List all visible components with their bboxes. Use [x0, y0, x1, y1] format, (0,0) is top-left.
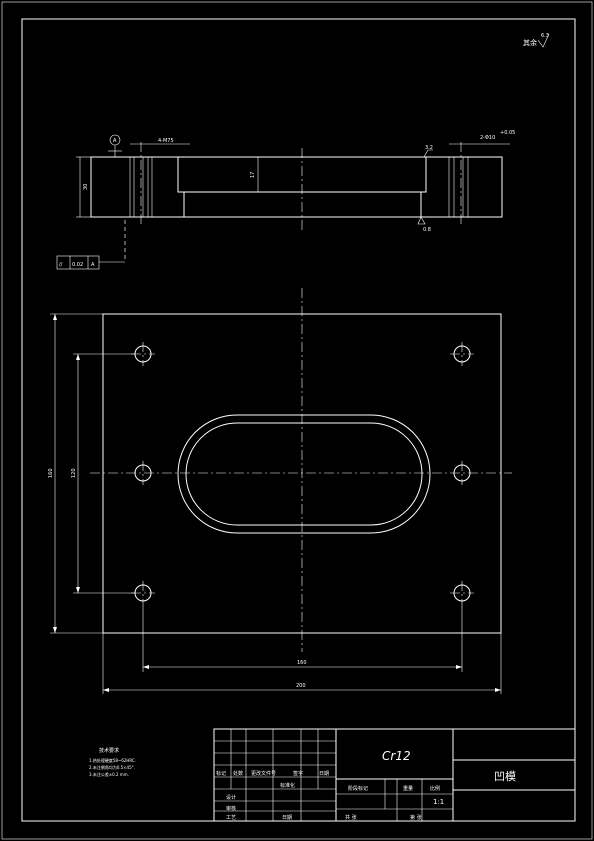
cavity-outer	[177, 414, 431, 534]
title-block: 标记 处数 更改文件号 签字 日期 设计 标准化 审核 工艺 日期 阶段标记 重…	[213, 728, 576, 822]
dim-total-width-text: 200	[296, 683, 306, 689]
tb-label-weight: 重量	[403, 785, 413, 792]
tb-label-standard: 标准化	[280, 782, 295, 789]
tb-label-checker: 审核	[226, 805, 236, 812]
dim-thickness-text: 30	[83, 184, 89, 190]
tb-cols	[230, 729, 319, 821]
notes-title: 技术要求	[99, 747, 119, 754]
tb-label-stage: 阶段标记	[348, 785, 368, 792]
tb-label-scale: 比例	[430, 785, 440, 792]
tolerance-value: 0.02	[72, 262, 83, 268]
tb-label-approve: 日期	[282, 815, 292, 821]
hole-group	[131, 342, 474, 605]
dim-holes-width-text: 160	[297, 660, 307, 666]
note-line: 3.未注公差±0.2 mm.	[89, 771, 129, 777]
tb-label-process: 工艺	[226, 815, 236, 821]
tb-label-sheet-no: 第 张	[410, 814, 422, 821]
tolerance-frame	[56, 255, 100, 270]
dim-holes-height-text: 120	[71, 468, 77, 478]
surface-roughness-note: 其余 6.3	[523, 33, 550, 48]
note-line: 2.未注倒角均为0.5×45°.	[89, 764, 135, 770]
hole-centerlines	[131, 342, 474, 605]
dim-depth-text: 17	[250, 172, 256, 178]
tb-part-name: 凹模	[494, 770, 516, 783]
tb-label-count: 处数	[233, 770, 243, 777]
roughness-bottom-value: 0.8	[423, 227, 431, 233]
tb-material: Cr12	[382, 749, 411, 763]
tolerance-symbol: //	[59, 262, 63, 268]
plan-view: 160 200 160 120	[48, 288, 512, 694]
holes-right-label: 2-Φ10	[480, 135, 495, 141]
tb-label-sign: 签字	[293, 770, 303, 777]
roughness-symbol-icon	[537, 33, 550, 48]
section-outline	[90, 156, 503, 218]
tb-rows	[214, 740, 336, 812]
cavity-inner	[185, 422, 423, 526]
tb-label-mark: 标记	[216, 770, 226, 777]
tb-label-sheet-total: 共 张	[345, 814, 357, 821]
roughness-note-value: 6.3	[541, 33, 549, 39]
title-block-frame	[213, 728, 576, 822]
dim-total-height-text: 160	[48, 468, 54, 478]
roughness-top-value: 3.2	[425, 145, 433, 151]
tolerance-datum: A	[91, 262, 95, 268]
note-line: 1.热处理硬度58~62HRC.	[89, 757, 136, 763]
roughness-note-label: 其余	[523, 38, 537, 47]
datum-label: A	[113, 138, 117, 144]
roughness-symbol-icon	[423, 149, 433, 158]
technical-notes: 技术要求 1.热处理硬度58~62HRC. 2.未注倒角均为0.5×45°. 3…	[89, 747, 136, 777]
tb-scale-value: 1:1	[433, 798, 444, 806]
tb-label-designer: 设计	[226, 794, 236, 801]
section-view: 30 17 4-M75 2-Φ10 +0.05 3.2 0.8 A // 0.0…	[56, 130, 515, 270]
holes-left-label: 4-M75	[158, 138, 174, 144]
roughness-symbol-icon	[417, 216, 426, 225]
tb-label-zone: 更改文件号	[251, 770, 276, 777]
holes-right-tolerance: +0.05	[500, 130, 515, 136]
tb-label-date: 日期	[319, 771, 329, 777]
